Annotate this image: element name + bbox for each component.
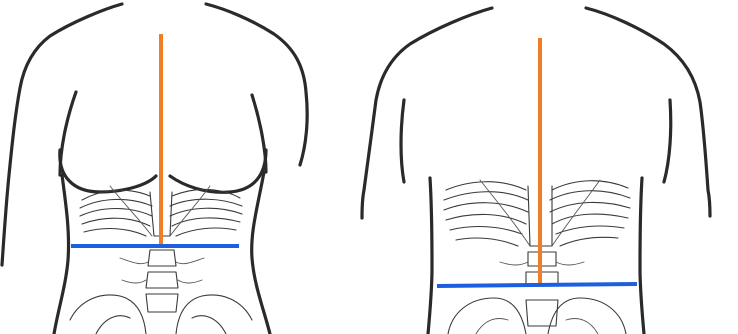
right-figure-ribcage xyxy=(444,180,630,246)
right-figure-pelvis xyxy=(448,298,626,334)
right-figure-waist-right xyxy=(640,178,644,334)
right-figure-shoulder-left xyxy=(362,8,492,218)
left-figure-arm-inner-left xyxy=(60,92,76,175)
left-figure-breast-left xyxy=(60,150,156,192)
right-figure-arm-inner-left xyxy=(401,100,404,182)
female-torso-figure xyxy=(2,4,307,334)
left-figure-pelvis xyxy=(70,295,252,334)
right-figure-arm-inner-right xyxy=(664,100,671,182)
left-figure-shoulder-right xyxy=(206,4,307,165)
right-figure-shoulder-right xyxy=(586,8,710,216)
left-figure-breast-right xyxy=(170,150,266,192)
right-figure-waist-left xyxy=(428,178,432,334)
left-figure-waist-left xyxy=(54,175,69,334)
left-figure-shoulder-left xyxy=(2,4,122,265)
male-torso-figure xyxy=(362,8,710,334)
right-figure-horizontal-line xyxy=(437,284,637,286)
left-figure-waist-right xyxy=(252,172,270,334)
